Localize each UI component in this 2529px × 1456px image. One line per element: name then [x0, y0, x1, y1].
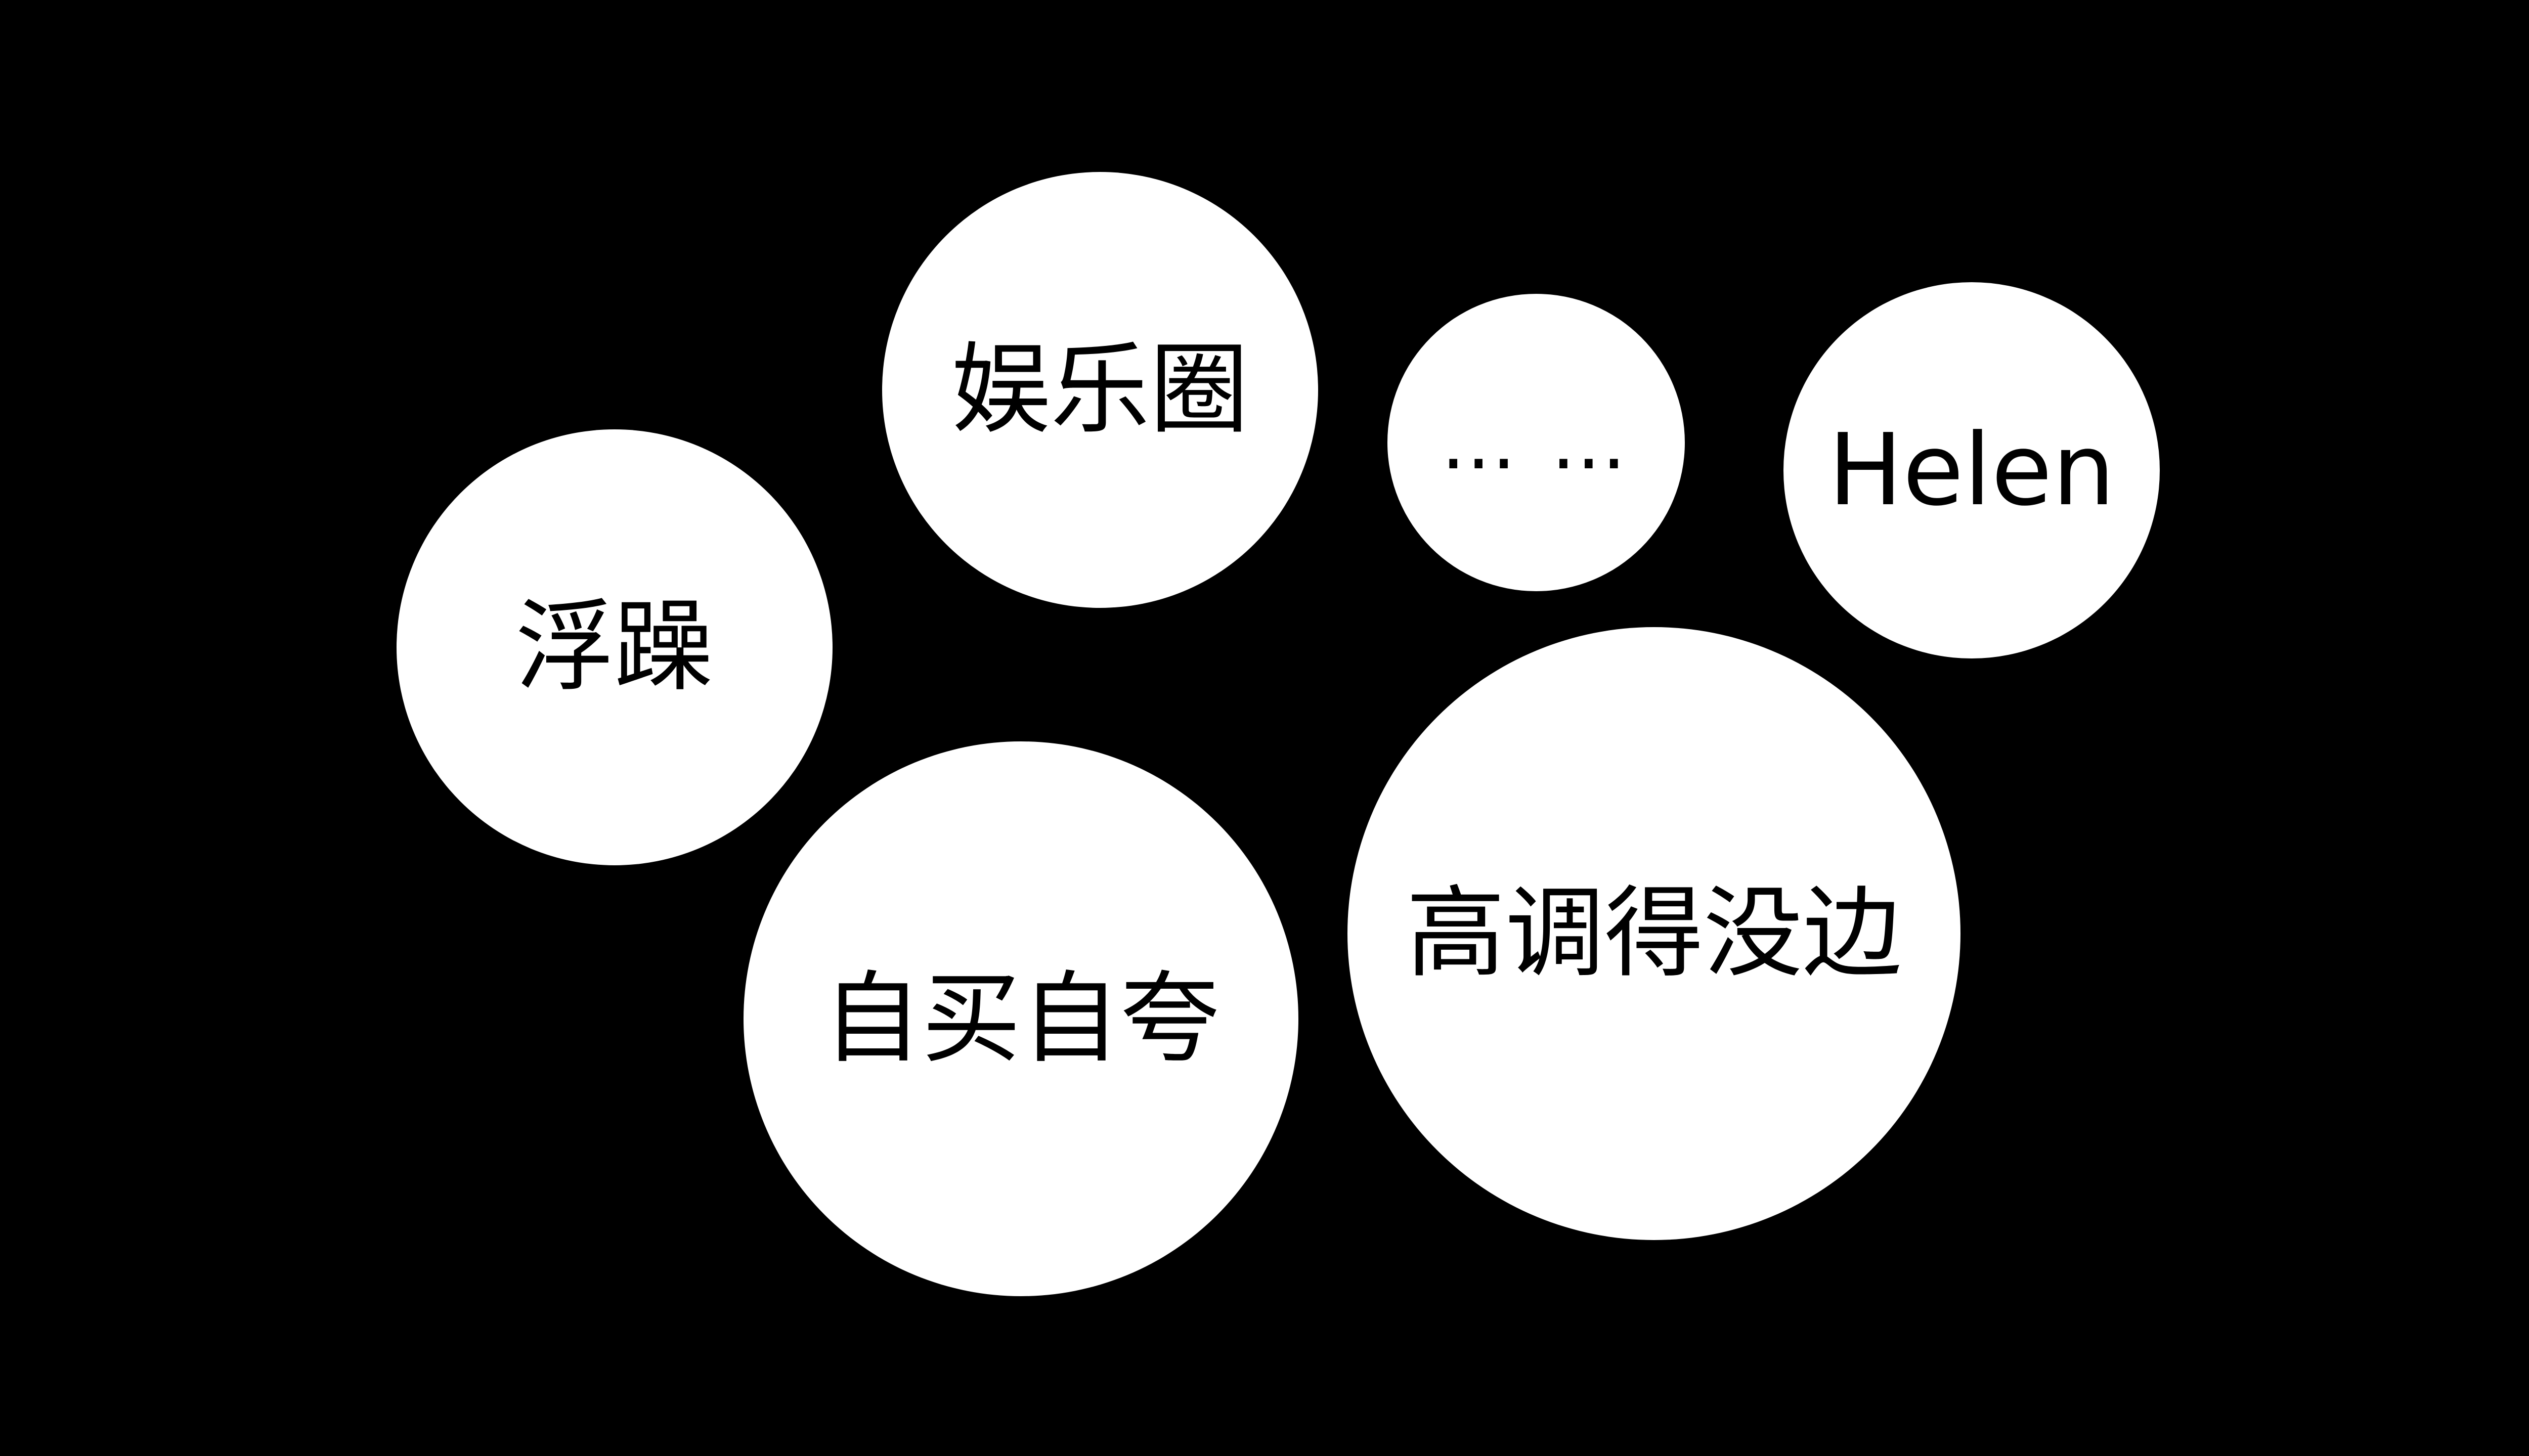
bubble-label-yule: 娱乐圈: [951, 332, 1249, 448]
bubble-label-gaodiao: 高调得没边: [1406, 876, 1902, 991]
bubble-fuzao: 浮躁: [397, 429, 833, 865]
bubble-zimai: 自买自夸: [744, 741, 1298, 1296]
bubble-helen: Helen: [1783, 282, 2160, 658]
bubble-ellipsis: … …: [1387, 294, 1685, 591]
bubble-label-helen: Helen: [1828, 413, 2115, 528]
bubble-gaodiao: 高调得没边: [1347, 627, 1960, 1240]
bubble-yule: 娱乐圈: [882, 172, 1318, 608]
bubble-label-fuzao: 浮躁: [515, 590, 714, 705]
bubble-label-zimai: 自买自夸: [822, 961, 1219, 1077]
bubble-label-ellipsis: … …: [1441, 399, 1632, 487]
